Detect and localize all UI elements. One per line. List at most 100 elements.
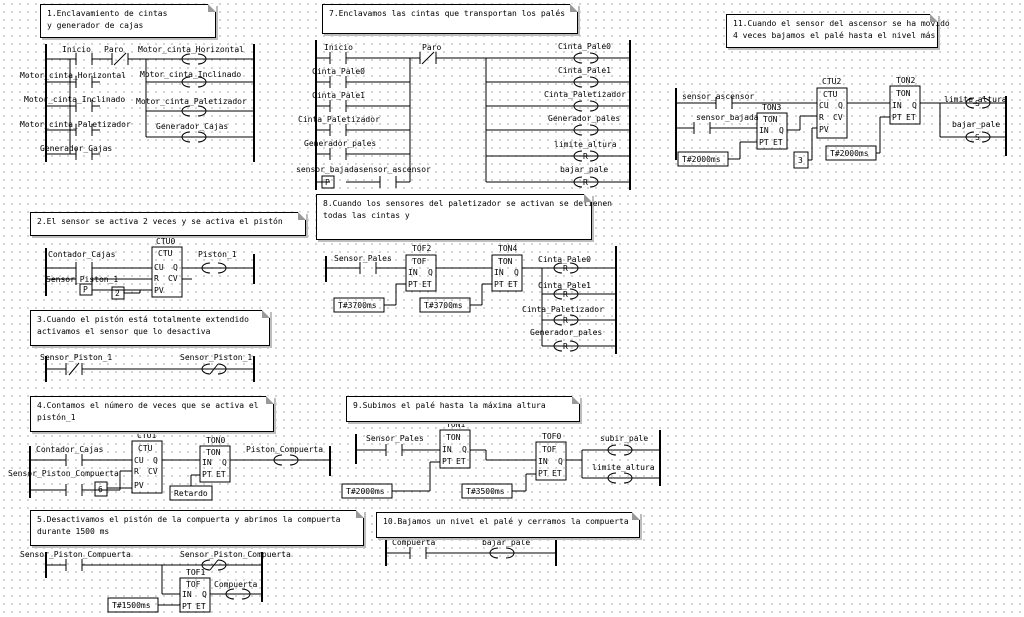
counter-ctu2[interactable] bbox=[816, 87, 848, 139]
contact-sensor-piston-1[interactable] bbox=[75, 273, 93, 285]
coil-sensor-piston-compuerta[interactable] bbox=[201, 559, 227, 571]
label-tof2: TOF2 bbox=[412, 244, 431, 253]
pin-ton1-pt: PT bbox=[442, 457, 452, 466]
note-1[interactable]: 1.Enclavamiento de cintas y generador de… bbox=[40, 4, 216, 38]
note-10[interactable]: 10.Bajamos un nivel el palé y cerramos l… bbox=[376, 512, 640, 538]
pin-ctu1-cu: CU bbox=[134, 456, 144, 465]
contact-sensor-pales[interactable] bbox=[359, 262, 377, 274]
timer-ton3[interactable] bbox=[756, 112, 788, 150]
contact-sensor-bajada[interactable] bbox=[693, 122, 711, 134]
coil-cinta-pale1[interactable] bbox=[573, 76, 599, 88]
coil-piston-1-reset[interactable] bbox=[201, 363, 227, 375]
contact-motor-horizontal[interactable] bbox=[75, 76, 93, 88]
label-contador-cajas-2: Contador_Cajas bbox=[36, 445, 104, 454]
note-8[interactable]: 8.Cuando los sensores del paletizador se… bbox=[316, 194, 612, 240]
label-ton3-type: TON bbox=[763, 115, 778, 124]
contact-generador-cajas[interactable] bbox=[75, 148, 93, 160]
note-7[interactable]: 7.Enclavamos las cintas que transportan … bbox=[322, 4, 578, 34]
coil-subir-pale[interactable] bbox=[607, 444, 633, 456]
contact-contador-cajas[interactable] bbox=[75, 262, 93, 274]
pin-ctu0-pv: PV bbox=[154, 286, 164, 295]
contact-cinta-paletizador[interactable] bbox=[329, 124, 347, 136]
coil-bajar-pale[interactable] bbox=[489, 547, 515, 559]
contact-cinta-pale0[interactable] bbox=[329, 76, 347, 88]
timer-ton0[interactable] bbox=[199, 445, 231, 483]
label-contact-cinta-pale0: Cinta_Pale0 bbox=[312, 67, 365, 76]
coil-cinta-pale1-reset[interactable] bbox=[553, 288, 579, 300]
pin-ctu2-q: Q bbox=[838, 101, 843, 110]
counter-ctu0[interactable] bbox=[151, 246, 183, 298]
contact-inicio-2[interactable] bbox=[329, 52, 347, 64]
note-3[interactable]: 3.Cuando el pistón está totalmente exten… bbox=[30, 310, 270, 346]
timer-ton2[interactable] bbox=[889, 85, 921, 125]
contact-sensor-ascensor[interactable] bbox=[379, 176, 397, 188]
pin-ctu0-q: Q bbox=[173, 263, 178, 272]
contact-compuerta[interactable] bbox=[409, 547, 427, 559]
coil-limite-altura[interactable] bbox=[607, 472, 633, 484]
coil-limite-altura-set[interactable] bbox=[965, 97, 991, 109]
label-coil-r-6: R bbox=[563, 342, 568, 351]
contact-motor-paletizador[interactable] bbox=[75, 124, 93, 136]
note-5[interactable]: 5.Desactivamos el pistón de la compuerta… bbox=[30, 510, 364, 546]
contact-cinta-pale1[interactable] bbox=[329, 100, 347, 112]
label-sensor-pales: Sensor_Pales bbox=[334, 254, 392, 263]
label-coil-s-1: S bbox=[975, 99, 980, 108]
label-contact-cinta-paletizador: Cinta_Paletizador bbox=[298, 115, 380, 124]
coil-motor-paletizador[interactable] bbox=[181, 105, 207, 117]
contact-generador-pales[interactable] bbox=[329, 148, 347, 160]
coil-cinta-paletizador[interactable] bbox=[573, 100, 599, 112]
note-2[interactable]: 2.El sensor se activa 2 veces y se activ… bbox=[30, 212, 306, 236]
contact-sensor-piston-compuerta[interactable] bbox=[65, 484, 83, 496]
timer-ton1[interactable] bbox=[439, 429, 471, 469]
contact-sensor-ascensor-11[interactable] bbox=[715, 97, 733, 109]
rung-4: Contador_Cajas Sensor_Piston_Compuerta C… bbox=[8, 431, 331, 501]
contact-sensor-piston-1-nc[interactable] bbox=[65, 362, 83, 376]
label-ctu1: CTU1 bbox=[137, 431, 156, 440]
note-4[interactable]: 4.Contamos el número de veces que se act… bbox=[30, 396, 274, 432]
coil-generador-pales[interactable] bbox=[573, 124, 599, 136]
contact-sensor-piston-compuerta-2[interactable] bbox=[65, 559, 83, 571]
pin-ton0-in: IN bbox=[202, 458, 212, 467]
coil-motor-horizontal[interactable] bbox=[181, 53, 207, 65]
label-inicio: Inicio bbox=[62, 45, 91, 54]
coil-motor-inclinado[interactable] bbox=[181, 76, 207, 88]
coil-bajar-pale-set[interactable] bbox=[965, 131, 991, 143]
contact-inicio[interactable] bbox=[75, 53, 93, 65]
label-contact-motor-horizontal: Motor_cinta_Horizontal bbox=[20, 71, 126, 80]
contact-motor-inclinado[interactable] bbox=[75, 100, 93, 112]
edge-p-box-2[interactable] bbox=[321, 175, 335, 189]
rung-3: Sensor_Piston_1 Sensor_Piston_1 bbox=[40, 353, 255, 382]
coil-limite-altura-reset[interactable] bbox=[573, 150, 599, 162]
rung-2: Contador_Cajas Sensor_Piston_1 P CTU0 CT… bbox=[45, 237, 255, 300]
pin-ctu0-r: R bbox=[154, 274, 159, 283]
pin-ton1-in: IN bbox=[442, 445, 452, 454]
contact-paro-nc-2[interactable] bbox=[419, 51, 437, 65]
coil-generador-pales-reset[interactable] bbox=[553, 340, 579, 352]
label-coil-limite-altura: limite_altura bbox=[554, 140, 617, 149]
note-11[interactable]: 11.Cuando el sensor del ascensor se ha m… bbox=[726, 14, 950, 48]
coil-cinta-paletizador-reset[interactable] bbox=[553, 314, 579, 326]
note-9[interactable]: 9.Subimos el palé hasta la máxima altura bbox=[346, 396, 580, 422]
coil-cinta-pale0[interactable] bbox=[573, 52, 599, 64]
coil-piston-compuerta[interactable] bbox=[273, 454, 299, 466]
coil-bajar-pale-reset[interactable] bbox=[573, 176, 599, 188]
constant-6-box[interactable] bbox=[94, 481, 108, 497]
pin-ctu1-cv: CV bbox=[148, 467, 158, 476]
timer-tof2[interactable] bbox=[405, 254, 437, 292]
label-contact-cinta-pale1: Cinta_Pale1 bbox=[312, 91, 365, 100]
coil-piston-1[interactable] bbox=[201, 262, 227, 274]
timer-ton4[interactable] bbox=[491, 254, 523, 292]
pin-ton2-et: ET bbox=[906, 113, 916, 122]
pin-ctu0-cu: CU bbox=[154, 263, 164, 272]
timer-tof0[interactable] bbox=[535, 441, 567, 481]
coil-generador-cajas[interactable] bbox=[181, 131, 207, 143]
coil-compuerta[interactable] bbox=[225, 588, 251, 600]
timer-tof1[interactable] bbox=[179, 577, 211, 613]
contact-sensor-pales-9[interactable] bbox=[385, 444, 403, 456]
contact-contador-cajas-2[interactable] bbox=[65, 454, 83, 466]
coil-cinta-pale0-reset[interactable] bbox=[553, 262, 579, 274]
counter-ctu1[interactable] bbox=[131, 440, 163, 494]
pin-tof0-in: IN bbox=[538, 457, 548, 466]
contact-paro-nc[interactable] bbox=[111, 52, 129, 66]
